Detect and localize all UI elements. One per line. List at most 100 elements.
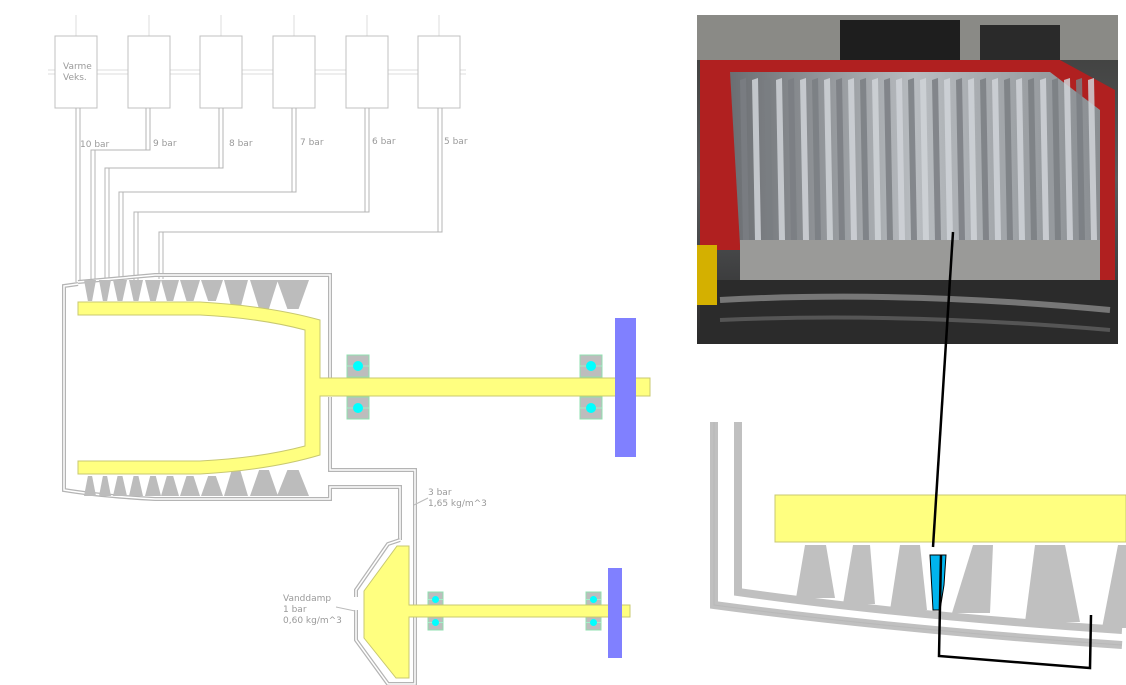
heat-exchanger-box [345, 35, 389, 109]
bleed-pipe [137, 108, 370, 280]
photo-blade [740, 78, 749, 240]
exhaust-pressure-label: 3 bar [428, 488, 452, 498]
photo-blade [764, 78, 773, 240]
compressor-blade [99, 476, 111, 496]
magnified-blade [952, 545, 993, 613]
pressure-label: 10 bar [80, 140, 110, 150]
photo-blade [1040, 78, 1049, 240]
photo-blade [932, 78, 941, 240]
compressor-blade [84, 476, 96, 496]
exhaust-density-label: 1,65 kg/m^3 [428, 499, 487, 509]
pressure-label: 5 bar [444, 137, 468, 147]
bearing-ball [432, 619, 439, 626]
heat-exchanger-label: Varme [63, 62, 92, 72]
compressor-blade [277, 280, 309, 309]
bleed-pipe [162, 108, 443, 279]
bearing-ball [353, 361, 363, 371]
heat-exchanger-box [199, 35, 243, 109]
compressor-blade [161, 280, 179, 301]
bleed-pipe [108, 108, 224, 282]
photo-blade [980, 78, 989, 240]
bleed-pipe [158, 108, 439, 279]
bleed-pipe [133, 108, 366, 280]
compressor-blade [113, 476, 127, 496]
compressor-blade [224, 280, 248, 309]
magnified-blade [796, 545, 835, 598]
compressor-blade [84, 280, 96, 301]
magnified-blade [1102, 545, 1126, 628]
photo-blade [944, 78, 953, 240]
photo-blade [1016, 78, 1025, 240]
bearing-ball [586, 403, 596, 413]
photo-blade [1088, 78, 1097, 240]
bearings [346, 354, 603, 631]
photo-blade [860, 78, 869, 240]
compressor-blade [250, 280, 278, 309]
photo-blade [1064, 78, 1073, 240]
photo-blade [908, 78, 917, 240]
bearing-ball [432, 596, 439, 603]
compressor-blade [180, 280, 200, 301]
bleed-pipe [122, 108, 297, 281]
bleed-pipes [75, 108, 443, 282]
magnified-blade [890, 545, 927, 610]
bleed-pipe [118, 108, 293, 281]
pressure-label: 7 bar [300, 138, 324, 148]
magnified-detail [710, 422, 1126, 649]
compressor-blade [250, 470, 278, 496]
compressor-casing-inner [63, 274, 416, 545]
compressor-blade [161, 476, 179, 496]
heat-exchanger-box [54, 35, 98, 109]
heat-exchanger-box [127, 35, 171, 109]
photo-blade [788, 78, 797, 240]
heat-exchanger-label: Veks. [63, 73, 87, 83]
bearing-ball [590, 619, 597, 626]
photo-blade [1052, 78, 1061, 240]
blade-rows [84, 280, 309, 496]
steam-pressure-label: 1 bar [283, 605, 307, 615]
steam-label: Vanddamp [283, 594, 331, 604]
compressor-photo [697, 15, 1118, 344]
photo-blade [992, 78, 1001, 240]
compressor-blade [113, 280, 127, 301]
compressor-blade [99, 280, 111, 301]
bleed-pipe [94, 108, 151, 282]
compressor-rotor [77, 301, 651, 475]
photo-blade [956, 78, 965, 240]
callout-lines [931, 231, 1093, 670]
bearing-ball [586, 361, 596, 371]
compressor-blade [180, 476, 200, 496]
photo-blade [1076, 78, 1085, 240]
generator-disc [615, 318, 636, 457]
photo-blade [896, 78, 905, 240]
photo-blade [752, 78, 761, 240]
photo-blade [1004, 78, 1013, 240]
photo-blade [800, 78, 809, 240]
photo-blade [812, 78, 821, 240]
compressor-blade [145, 280, 161, 301]
highlighted-blade [929, 554, 947, 611]
compressor-blade [129, 280, 143, 301]
magnified-blade [843, 545, 875, 604]
lower-turbine-rotor [363, 545, 631, 679]
bleed-pipe [104, 108, 220, 282]
photo-blade [836, 78, 845, 240]
photo-blade [920, 78, 929, 240]
compressor-blade [145, 476, 161, 496]
lower-turbine-casing-inner [355, 539, 416, 685]
heat-exchanger-row [48, 15, 466, 109]
leader-line [413, 497, 429, 506]
photo-blade [1028, 78, 1037, 240]
compressor-blade [201, 280, 223, 301]
lower-disc [608, 568, 622, 658]
pressure-label: 8 bar [229, 139, 253, 149]
compressor-blade [224, 470, 248, 496]
heat-exchanger-box [272, 35, 316, 109]
photo-blade [848, 78, 857, 240]
compressor-blade [129, 476, 143, 496]
compressor-blade [277, 470, 309, 496]
compressor-blade [201, 476, 223, 496]
photo-blade [884, 78, 893, 240]
